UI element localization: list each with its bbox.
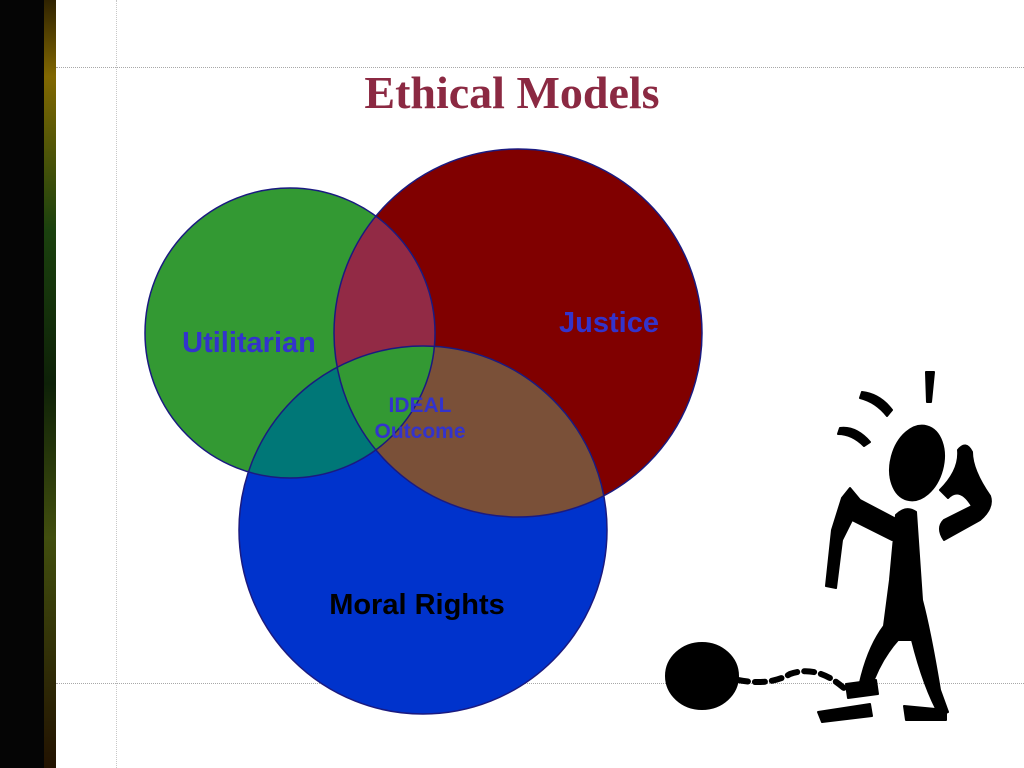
top-dotted-rule <box>56 67 1024 68</box>
utilitarian-outline <box>144 187 436 479</box>
outcome-label: Outcome <box>374 420 465 443</box>
moral-rights-label: Moral Rights <box>329 589 505 621</box>
justice-rights-overlap <box>334 346 607 517</box>
ideal-label: IDEAL <box>389 394 452 417</box>
slide-title: Ethical Models <box>364 67 660 118</box>
left-margin-strip <box>56 0 117 768</box>
moral-rights-outline <box>238 345 608 715</box>
justice-outline <box>333 148 703 518</box>
left-bar-edge <box>44 0 56 768</box>
bottom-dotted-rule <box>56 683 1024 684</box>
utilitarian-label: Utilitarian <box>182 327 316 359</box>
utilitarian-rights-overlap <box>239 346 435 478</box>
justice-label: Justice <box>559 307 659 339</box>
